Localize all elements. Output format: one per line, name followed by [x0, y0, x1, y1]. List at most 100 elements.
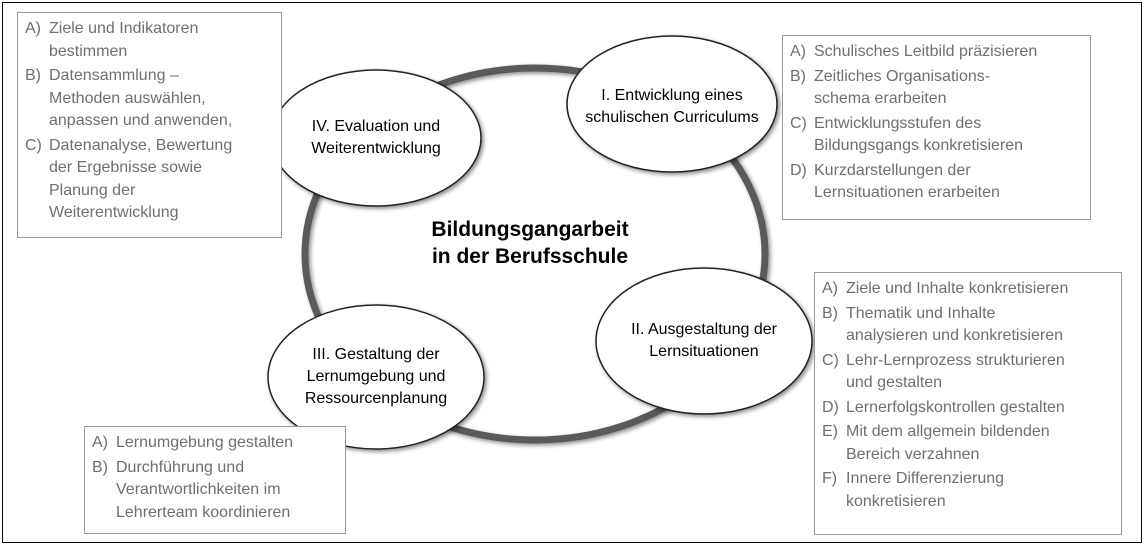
task-key: A): [822, 280, 838, 297]
task-text-line: Lehr-Lernprozess strukturieren: [846, 351, 1065, 369]
task-item: A) Lernumgebung gestalten: [92, 432, 339, 455]
task-key: B): [92, 458, 108, 476]
task-item: C) Datenanalyse, Bewertung der Ergebniss…: [25, 135, 275, 225]
task-text: Durchführung und Verantwortlichkeiten im…: [116, 457, 339, 525]
task-text: Lernumgebung gestalten: [116, 432, 339, 455]
task-text-line: Datenanalyse, Bewertung: [49, 136, 233, 154]
task-key: A): [92, 434, 108, 451]
task-text-line: Weiterentwicklung: [49, 204, 179, 221]
task-text-line: Lernumgebung gestalten: [116, 434, 294, 451]
task-text-line: schema erarbeiten: [814, 90, 947, 107]
task-text-line: Lernerfolgskontrollen gestalten: [846, 398, 1065, 416]
task-text: Ziele und Inhalte konkretisieren: [846, 278, 1115, 301]
stage-label-line: I. Entwicklung eines: [601, 87, 743, 104]
task-text: Thematik und Inhalte analysieren und kon…: [846, 303, 1115, 348]
task-item: A) Ziele und Inhalte konkretisieren: [822, 278, 1115, 301]
task-text: Lernerfolgskontrollen gestalten: [846, 397, 1115, 420]
task-text-line: anpassen und anwenden,: [49, 112, 233, 129]
task-text-line: Bildungsgangs konkretisieren: [814, 137, 1024, 154]
task-text: Datensammlung – Methoden auswählen, anpa…: [49, 65, 275, 133]
task-item: B) Durchführung und Verantwortlichkeiten…: [92, 457, 339, 525]
task-text-line: Innere Differenzierung: [846, 470, 1005, 487]
task-text-line: Bereich verzahnen: [846, 445, 980, 463]
center-title-line: in der Berufsschule: [431, 245, 629, 268]
task-text-line: Lehrerteam koordinieren: [116, 503, 291, 521]
task-key: D): [790, 161, 807, 179]
task-text-line: Durchführung und: [116, 458, 245, 476]
task-text-line: Datensammlung –: [49, 67, 179, 84]
task-text-line: Planung der: [49, 181, 136, 199]
task-text-line: konkretisieren: [846, 492, 946, 510]
task-item: B) Thematik und Inhalte analysieren und …: [822, 303, 1115, 348]
task-text-line: bestimmen: [49, 42, 128, 60]
task-item: B) Datensammlung – Methoden auswählen, a…: [25, 65, 275, 133]
task-item: B) Zeitliches Organisations- schema erar…: [790, 66, 1084, 111]
stage-label-line: Lernsituationen: [649, 343, 759, 360]
task-item: D) Lernerfolgskontrollen gestalten: [822, 397, 1115, 420]
center-title-line: Bildungsgangarbeit: [431, 218, 629, 241]
task-item: D) Kurzdarstellungen der Lernsituationen…: [790, 160, 1084, 205]
stage-label-i: I. Entwicklung eines schulischen Curricu…: [572, 85, 772, 129]
stage-label-line: Ressourcenplanung: [304, 390, 448, 407]
task-box-ii: A) Ziele und Inhalte konkretisieren B) T…: [814, 272, 1122, 535]
task-text: Lehr-Lernprozess strukturieren und gesta…: [846, 350, 1115, 395]
task-text: Entwicklungsstufen des Bildungsgangs kon…: [814, 113, 1084, 158]
task-item: A) Schulisches Leitbild präzisieren: [790, 41, 1084, 64]
task-key: C): [790, 114, 807, 132]
task-text: Innere Differenzierung konkretisieren: [846, 468, 1115, 513]
task-box-iii: A) Lernumgebung gestalten B) Durchführun…: [84, 426, 346, 534]
task-text-line: Zeitliches Organisations-: [814, 67, 991, 85]
task-text-line: der Ergebnisse sowie: [49, 159, 202, 176]
stage-label-line: schulischen Curriculums: [585, 109, 759, 126]
task-text-line: und gestalten: [846, 374, 943, 391]
task-key: B): [25, 67, 41, 84]
task-text-line: Methoden auswählen,: [49, 89, 206, 107]
task-text-line: Ziele und Inhalte konkretisieren: [846, 280, 1069, 297]
stage-ellipse-i: [566, 35, 778, 173]
stage-label-line: Lernumgebung und: [306, 368, 446, 385]
task-text-line: Verantwortlichkeiten im: [116, 481, 281, 498]
task-key: F): [822, 470, 838, 487]
task-text-line: Schulisches Leitbild präzisieren: [814, 43, 1038, 60]
task-key: C): [822, 351, 839, 369]
center-title: Bildungsgangarbeit in der Berufsschule: [380, 216, 680, 270]
stage-label-iv: IV. Evaluation und Weiterentwicklung: [276, 116, 476, 160]
task-item: A) Ziele und Indikatoren bestimmen: [25, 18, 275, 63]
cycle-ring: [301, 64, 769, 444]
stage-label-line: IV. Evaluation und: [311, 118, 441, 135]
task-box-iv: A) Ziele und Indikatoren bestimmen B) Da…: [17, 12, 282, 238]
task-key: C): [25, 136, 42, 154]
task-text: Mit dem allgemein bildenden Bereich verz…: [846, 421, 1115, 466]
task-key: B): [790, 67, 806, 85]
stage-label-iii: III. Gestaltung der Lernumgebung und Res…: [272, 344, 480, 410]
task-item: C) Entwicklungsstufen des Bildungsgangs …: [790, 113, 1084, 158]
task-key: E): [822, 423, 838, 440]
task-item: F) Innere Differenzierung konkretisieren: [822, 468, 1115, 513]
task-item: E) Mit dem allgemein bildenden Bereich v…: [822, 421, 1115, 466]
task-text-line: Ziele und Indikatoren: [49, 20, 199, 37]
stage-label-line: II. Ausgestaltung der: [631, 321, 777, 338]
task-text-line: Kurzdarstellungen der: [814, 161, 971, 179]
task-key: B): [822, 304, 838, 322]
task-text-line: Lernsituationen erarbeiten: [814, 184, 1000, 201]
task-text-line: Thematik und Inhalte: [846, 304, 996, 322]
task-text: Datenanalyse, Bewertung der Ergebnisse s…: [49, 135, 275, 225]
task-key: D): [822, 398, 839, 416]
task-box-i: A) Schulisches Leitbild präzisieren B) Z…: [782, 35, 1091, 220]
task-key: A): [25, 20, 41, 37]
task-text: Kurzdarstellungen der Lernsituationen er…: [814, 160, 1084, 205]
task-text: Ziele und Indikatoren bestimmen: [49, 18, 275, 63]
task-item: C) Lehr-Lernprozess strukturieren und ge…: [822, 350, 1115, 395]
task-key: A): [790, 43, 806, 60]
stage-label-line: Weiterentwicklung: [311, 140, 441, 157]
task-text-line: Mit dem allgemein bildenden: [846, 423, 1050, 440]
stage-ellipse-ii: [595, 267, 813, 415]
stage-ellipse-iii: [267, 304, 485, 450]
stage-label-ii: II. Ausgestaltung der Lernsituationen: [602, 319, 806, 363]
task-text-line: Entwicklungsstufen des: [814, 114, 982, 132]
task-text: Zeitliches Organisations- schema erarbei…: [814, 66, 1084, 111]
task-text: Schulisches Leitbild präzisieren: [814, 41, 1084, 64]
task-text-line: analysieren und konkretisieren: [846, 327, 1064, 344]
stage-label-line: III. Gestaltung der: [312, 346, 440, 363]
